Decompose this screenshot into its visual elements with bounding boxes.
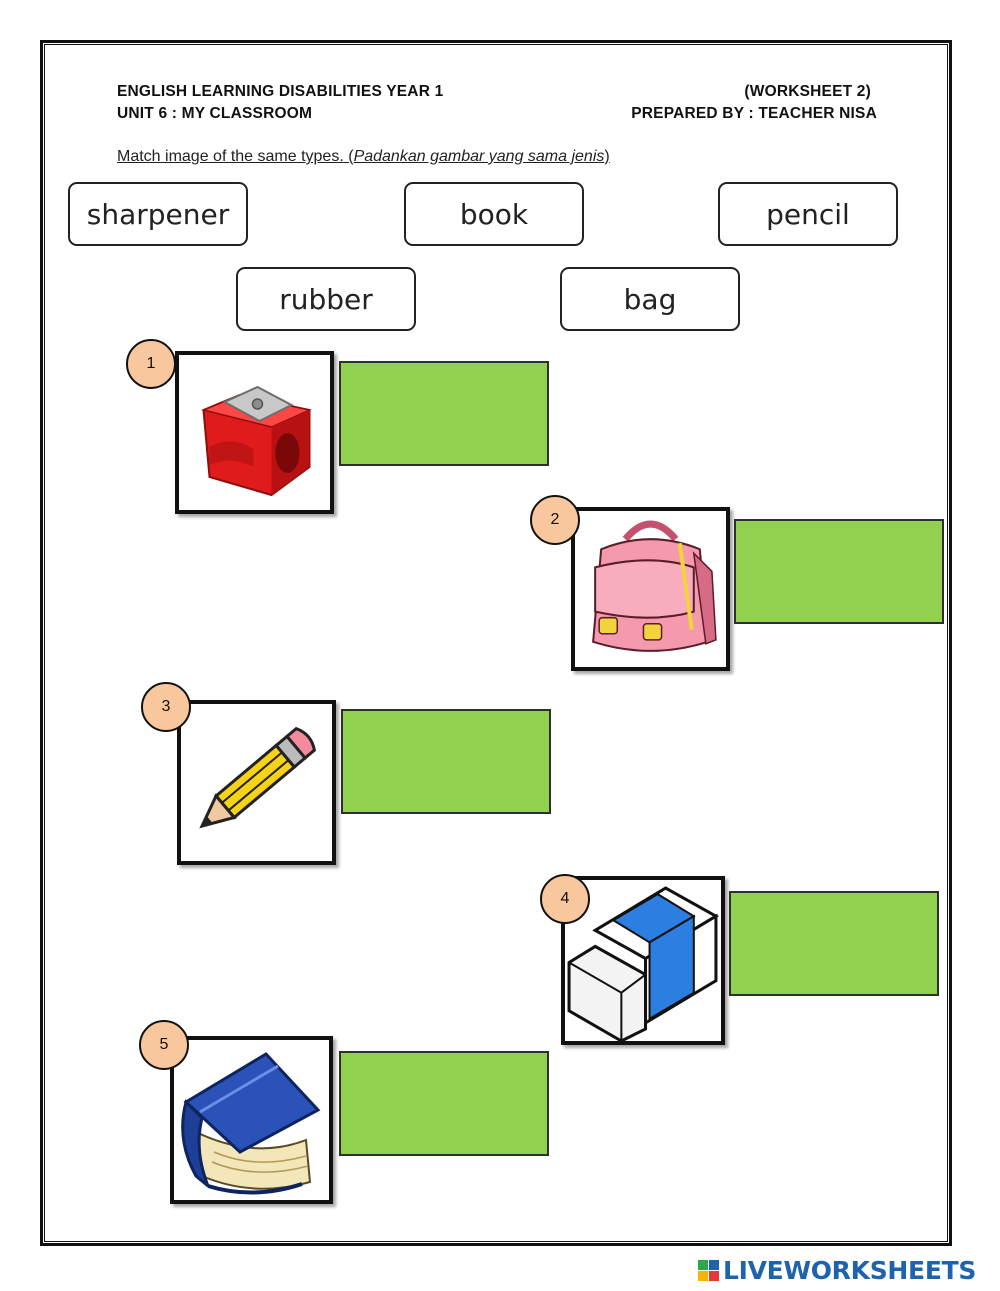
word-card-bag[interactable]: bag xyxy=(560,267,740,331)
answer-box-1[interactable] xyxy=(339,361,549,466)
picture-box-3 xyxy=(177,700,336,865)
answer-box-5[interactable] xyxy=(339,1051,549,1156)
bag-icon xyxy=(592,520,717,652)
worksheet-inner-border xyxy=(44,44,948,1242)
brand-name: LIVEWORKSHEETS xyxy=(723,1255,977,1285)
worksheet-outer-border xyxy=(40,40,952,1246)
picture-box-1 xyxy=(175,351,334,514)
word-card-pencil[interactable]: pencil xyxy=(718,182,898,246)
sharpener-icon xyxy=(201,385,312,497)
item-number-2: 2 xyxy=(530,495,580,545)
instruction-close-paren: ) xyxy=(604,148,610,165)
eraser-icon xyxy=(567,886,719,1041)
pencil-icon xyxy=(199,726,317,829)
answer-box-3[interactable] xyxy=(341,709,551,814)
item-number-1: 1 xyxy=(126,339,176,389)
header-title: ENGLISH LEARNING DISABILITIES YEAR 1 xyxy=(117,83,444,100)
instruction-text: Match image of the same types. (Padankan… xyxy=(117,148,610,166)
word-card-sharpener[interactable]: sharpener xyxy=(68,182,248,246)
answer-box-2[interactable] xyxy=(734,519,944,624)
header-unit: UNIT 6 : MY CLASSROOM xyxy=(117,105,313,122)
instruction-malay: Padankan gambar yang sama jenis xyxy=(353,148,605,165)
book-icon xyxy=(181,1052,321,1195)
instruction-english: Match image of the same types. xyxy=(117,148,344,165)
header-worksheet-number: (WORKSHEET 2) xyxy=(744,83,871,100)
picture-box-2 xyxy=(571,507,730,671)
liveworksheets-brand: LIVEWORKSHEETS xyxy=(698,1255,976,1285)
word-card-book[interactable]: book xyxy=(404,182,584,246)
header-prepared-by: PREPARED BY : TEACHER NISA xyxy=(631,105,877,122)
picture-box-5 xyxy=(170,1036,333,1204)
picture-box-4 xyxy=(561,876,725,1045)
word-card-rubber[interactable]: rubber xyxy=(236,267,416,331)
instruction-open-paren: ( xyxy=(343,148,354,165)
liveworksheets-logo-icon xyxy=(698,1259,719,1281)
item-number-5: 5 xyxy=(139,1020,189,1070)
item-number-3: 3 xyxy=(141,682,191,732)
item-number-4: 4 xyxy=(540,874,590,924)
answer-box-4[interactable] xyxy=(729,891,939,996)
